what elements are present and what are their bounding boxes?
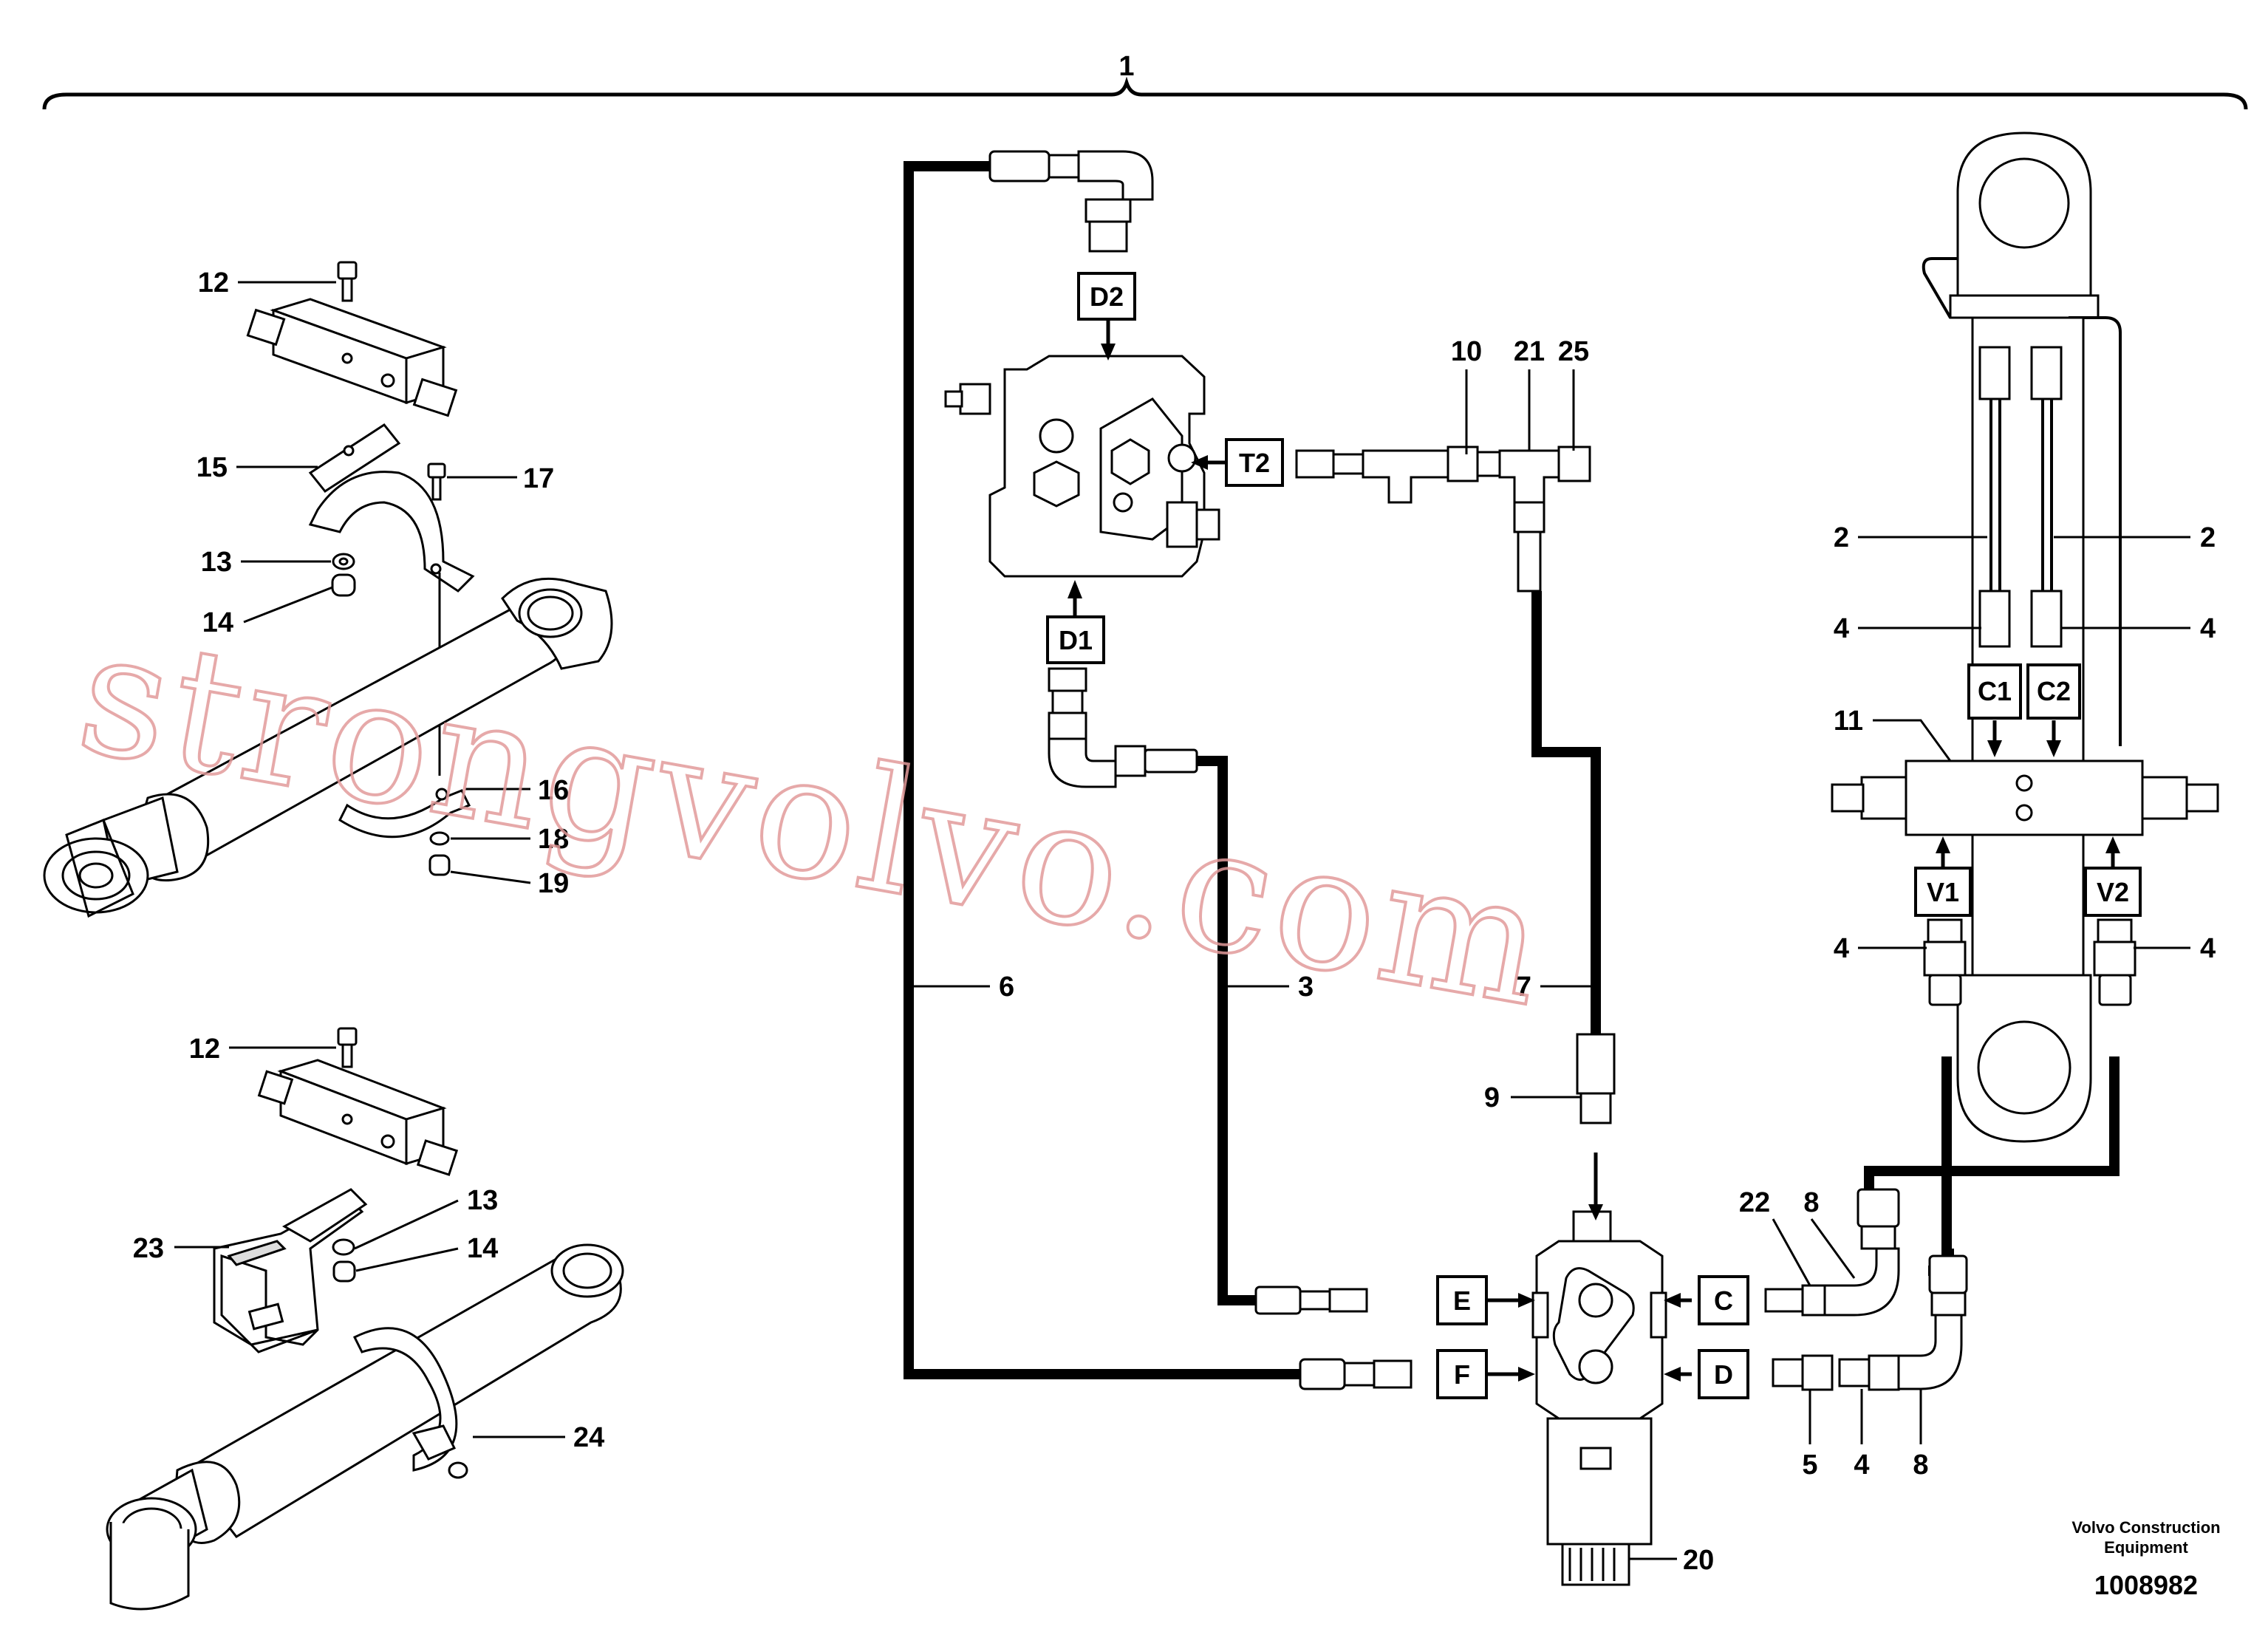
callout-18: 18 — [538, 824, 569, 855]
port-label-v2: V2 — [2097, 877, 2129, 907]
port-label-v1: V1 — [1927, 877, 1959, 907]
callout-4: 4 — [2200, 613, 2216, 644]
hydraulic-cylinder — [106, 1243, 624, 1611]
callout-21: 21 — [1514, 336, 1545, 367]
port-label-d2: D2 — [1090, 281, 1124, 312]
left-top-assembly: 12 15 17 13 14 16 18 19 — [43, 261, 613, 918]
callout-20: 20 — [1683, 1545, 1714, 1576]
callout-8: 8 — [1803, 1187, 1819, 1218]
callout-14: 14 — [467, 1233, 498, 1264]
credit-line-2: Equipment — [2104, 1538, 2188, 1557]
callout-9: 9 — [1484, 1082, 1500, 1113]
callout-5: 5 — [1802, 1450, 1817, 1481]
credit-line-1: Volvo Construction — [2071, 1518, 2220, 1537]
callout-15: 15 — [197, 452, 228, 483]
callout-13: 13 — [467, 1185, 498, 1216]
document-number: 1008982 — [2094, 1570, 2198, 1600]
callout-14: 14 — [202, 607, 233, 638]
mounting-bracket — [213, 1188, 368, 1353]
callout-22: 22 — [1739, 1187, 1770, 1218]
callout-10: 10 — [1451, 336, 1482, 367]
port-labels: D2 D1 T2 C1 C2 V1 V2 E F C D — [1046, 272, 2142, 1399]
callout-25: 25 — [1558, 336, 1589, 367]
callout-4: 4 — [2200, 933, 2216, 964]
port-label-c1: C1 — [1978, 676, 2012, 706]
callout-7: 7 — [1516, 972, 1531, 1003]
callout-23: 23 — [133, 1233, 164, 1264]
nut — [428, 854, 451, 876]
callout-24: 24 — [573, 1422, 604, 1453]
callout-13: 13 — [201, 547, 232, 578]
valve-block — [246, 298, 458, 417]
solenoid-valve — [1254, 1033, 1968, 1586]
bolt — [427, 462, 446, 501]
assembly-bracket: 1 — [42, 51, 2248, 110]
washer — [332, 1238, 355, 1256]
credit-block: Volvo Construction Equipment 1008982 — [2071, 1518, 2220, 1600]
callout-17: 17 — [523, 463, 554, 494]
assembly-label: 1 — [1118, 51, 1134, 82]
callout-12: 12 — [198, 267, 229, 298]
pilot-valve-top — [944, 150, 1591, 788]
callout-4: 4 — [1834, 933, 1849, 964]
left-bottom-assembly: 12 23 13 14 24 — [106, 1027, 624, 1611]
callout-16: 16 — [538, 775, 569, 806]
svg-text:strongvolvo.com: strongvolvo.com — [66, 594, 1562, 1046]
callout-6: 6 — [999, 972, 1014, 1003]
callout-2: 2 — [2200, 522, 2216, 553]
port-label-f: F — [1454, 1359, 1470, 1390]
port-label-d: D — [1714, 1359, 1733, 1390]
callout-4: 4 — [1834, 613, 1849, 644]
right-cylinder-assembly — [1831, 132, 2219, 1143]
callouts-center: 10 21 25 6 3 7 9 20 — [914, 336, 1714, 1576]
port-label-c: C — [1714, 1286, 1733, 1316]
clamp-bracket — [308, 423, 475, 593]
bolt — [337, 261, 358, 302]
nut — [332, 1260, 356, 1283]
callout-4: 4 — [1854, 1450, 1869, 1481]
port-label-c2: C2 — [2037, 676, 2071, 706]
port-label-d1: D1 — [1059, 625, 1093, 655]
valve-block — [257, 1059, 459, 1176]
callouts-right: 2 2 4 4 11 4 4 22 8 5 4 8 — [1739, 522, 2216, 1481]
port-label-e: E — [1453, 1286, 1471, 1316]
callout-11: 11 — [1834, 706, 1863, 737]
callout-12: 12 — [189, 1034, 220, 1065]
nut — [331, 573, 356, 597]
bolt — [337, 1027, 358, 1068]
port-label-t2: T2 — [1239, 448, 1270, 478]
callout-2: 2 — [1834, 522, 1849, 553]
watermark: strongvolvo.com — [64, 593, 1563, 1048]
callout-3: 3 — [1298, 972, 1314, 1003]
hydraulic-cylinder — [43, 577, 613, 918]
washer — [429, 831, 450, 846]
callout-19: 19 — [538, 868, 569, 899]
callout-8: 8 — [1913, 1450, 1928, 1481]
